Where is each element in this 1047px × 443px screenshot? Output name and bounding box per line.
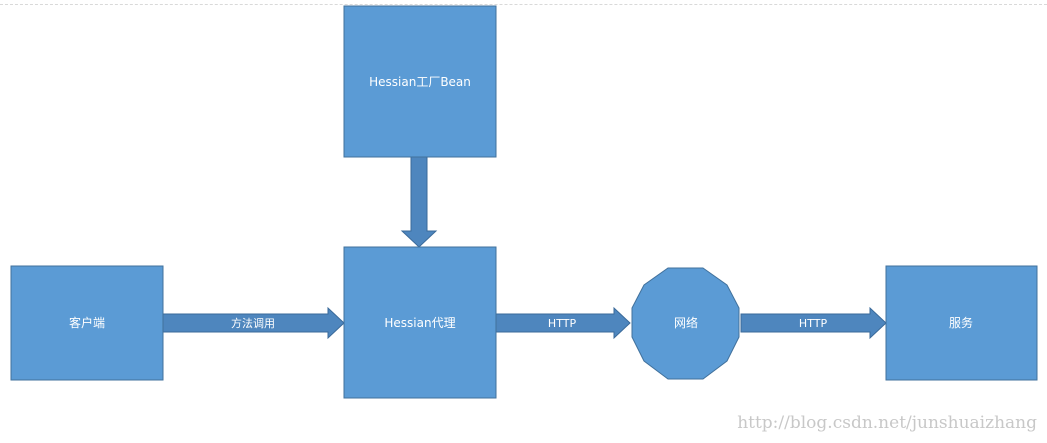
edge-label-proxy-to-network: HTTP bbox=[548, 317, 577, 330]
watermark-text: http://blog.csdn.net/junshuaizhang bbox=[737, 413, 1037, 433]
arrow-proxy-to-network bbox=[495, 306, 631, 340]
node-label-client: 客户端 bbox=[69, 315, 105, 330]
arrow-factory-to-proxy bbox=[400, 156, 438, 248]
node-client bbox=[10, 265, 164, 381]
node-label-network: 网络 bbox=[674, 315, 698, 330]
node-label-factory: Hessian工厂Bean bbox=[369, 75, 471, 89]
arrow-network-to-service bbox=[740, 306, 887, 340]
arrow-client-to-proxy bbox=[162, 306, 345, 340]
top-divider bbox=[0, 4, 1047, 5]
node-hessian-proxy bbox=[343, 246, 497, 399]
edge-label-client-to-proxy: 方法调用 bbox=[231, 316, 275, 330]
edge-label-network-to-service: HTTP bbox=[799, 317, 828, 330]
node-label-service: 服务 bbox=[949, 315, 973, 330]
node-service bbox=[885, 265, 1038, 381]
node-hessian-factory-bean bbox=[343, 5, 497, 158]
node-label-proxy: Hessian代理 bbox=[384, 316, 455, 330]
node-network bbox=[631, 267, 740, 380]
